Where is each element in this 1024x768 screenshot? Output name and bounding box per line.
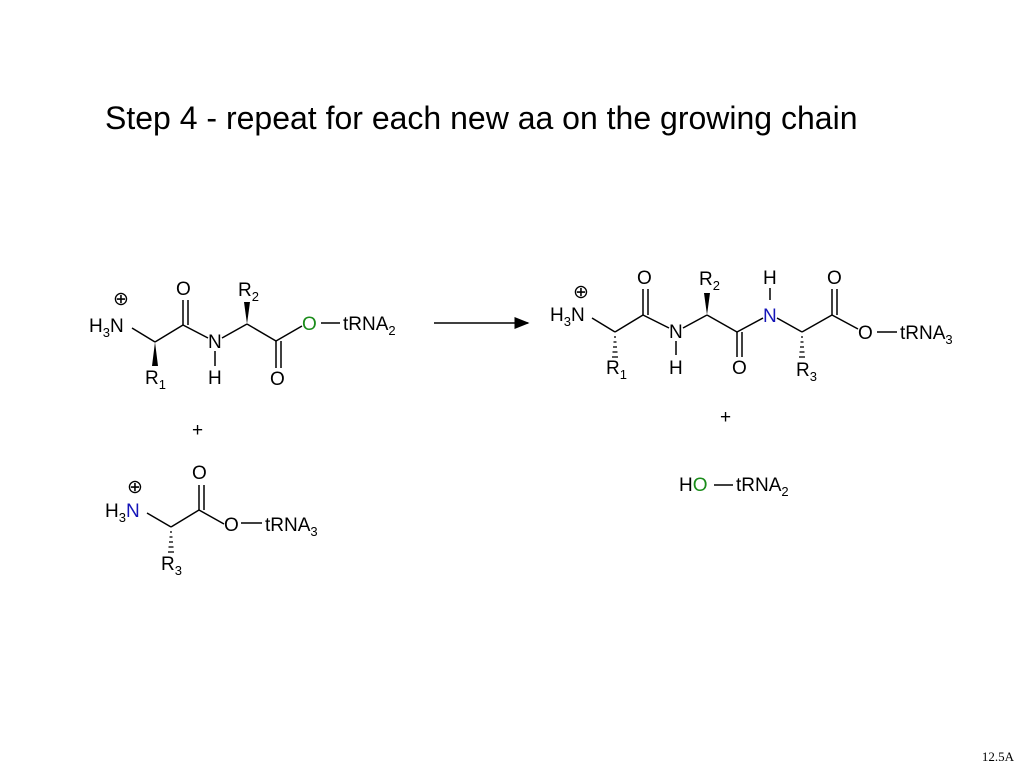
amide-hydrogen-2: H xyxy=(763,268,777,289)
free-trna2-label: tRNA2 xyxy=(736,475,789,499)
ammonium-group: H3N xyxy=(550,305,585,329)
ammonium-group: H3N xyxy=(105,501,140,525)
slide-title: Step 4 - repeat for each new aa on the g… xyxy=(105,100,858,136)
ester-oxygen: O xyxy=(858,323,873,344)
charge-symbol: ⊕ xyxy=(573,282,589,303)
hashed-wedge-r3 xyxy=(168,531,174,553)
plus-sign-left: + xyxy=(192,420,203,441)
side-chain-r3: R3 xyxy=(161,554,182,578)
side-chain-r1: R1 xyxy=(145,368,166,392)
amide-nitrogen-2: N xyxy=(763,306,777,327)
trna2-label: tRNA2 xyxy=(343,314,396,338)
dipeptidyl-trna2-molecule xyxy=(131,300,340,368)
wedge-bond-r1 xyxy=(152,342,158,366)
hashed-wedge-r3 xyxy=(799,336,805,358)
amide-nitrogen-1: N xyxy=(669,322,683,343)
charge-symbol: ⊕ xyxy=(113,289,129,310)
ester-oxygen: O xyxy=(224,515,239,536)
amide-nitrogen: N xyxy=(208,332,222,353)
amide-hydrogen: H xyxy=(208,368,222,389)
tripeptidyl-trna3-molecule xyxy=(591,288,897,357)
carbonyl-oxygen-3: O xyxy=(827,268,842,289)
carbonyl-oxygen: O xyxy=(176,279,191,300)
charge-symbol: ⊕ xyxy=(127,477,143,498)
carbonyl-oxygen-1: O xyxy=(637,268,652,289)
slide-number: 12.5A xyxy=(981,749,1014,764)
carbonyl-oxygen-2: O xyxy=(732,358,747,379)
wedge-bond-r2 xyxy=(704,293,710,315)
plus-sign-right: + xyxy=(720,407,731,428)
side-chain-r3: R3 xyxy=(796,360,817,384)
trna3-label: tRNA3 xyxy=(265,515,318,539)
hashed-wedge-r1 xyxy=(612,336,618,358)
ester-oxygen-green: O xyxy=(302,314,317,335)
wedge-bond-r2 xyxy=(244,302,250,324)
ester-carbonyl-oxygen: O xyxy=(270,369,285,390)
side-chain-r2: R2 xyxy=(699,269,720,293)
trna3-label: tRNA3 xyxy=(900,323,953,347)
side-chain-r2: R2 xyxy=(238,280,259,304)
aminoacyl-trna3-molecule xyxy=(146,485,262,528)
ammonium-group: H3N xyxy=(89,316,124,340)
carbonyl-oxygen: O xyxy=(192,463,207,484)
amide-hydrogen-1: H xyxy=(669,358,683,379)
side-chain-r1: R1 xyxy=(606,358,627,382)
free-trna2-hydroxyl: HO xyxy=(679,475,708,496)
